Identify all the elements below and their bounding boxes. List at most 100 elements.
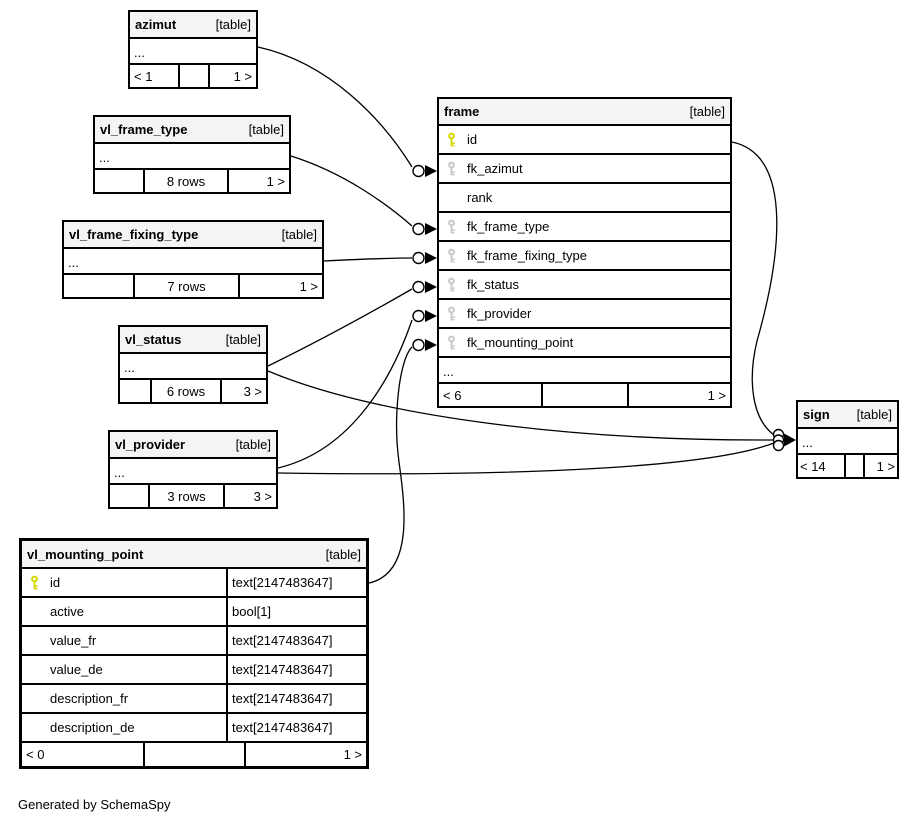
table-frame-header[interactable]: frame [table] <box>439 99 730 126</box>
column-name: fk_frame_fixing_type <box>467 248 587 263</box>
edge-vl-mounting-point-frame <box>368 346 413 584</box>
column-row-description-de[interactable]: description_de text[2147483647] <box>22 714 366 743</box>
rows-count <box>143 743 244 766</box>
table-azimut-header[interactable]: azimut [table] <box>130 12 256 39</box>
table-vl-frame-type-header[interactable]: vl_frame_type [table] <box>95 117 289 144</box>
foreign-key-icon <box>448 248 455 263</box>
table-name: vl_frame_fixing_type <box>69 227 199 242</box>
column-name: description_de <box>50 720 135 735</box>
table-footer: 8 rows 1 > <box>95 170 289 192</box>
column-row-active[interactable]: active bool[1] <box>22 598 366 627</box>
edge-arrowhead <box>425 281 437 293</box>
edge-vl-frame-fixing-type-frame <box>323 257 413 262</box>
table-vl-status[interactable]: vl_status [table] ... 6 rows 3 > <box>118 325 268 404</box>
collapsed-columns: ... <box>798 429 897 455</box>
column-type: bool[1] <box>226 598 366 625</box>
table-sign-header[interactable]: sign [table] <box>798 402 897 429</box>
table-vl-frame-fixing-type-header[interactable]: vl_frame_fixing_type [table] <box>64 222 322 249</box>
edge-arrowhead <box>425 310 437 322</box>
foreign-key-icon <box>448 219 455 234</box>
table-name: azimut <box>135 17 177 32</box>
foreign-key-icon <box>448 277 455 292</box>
foreign-key-icon <box>448 161 455 176</box>
table-footer: < 0 1 > <box>22 743 366 766</box>
children-count <box>95 170 143 192</box>
column-name: rank <box>467 190 493 205</box>
no-key-spacer <box>28 691 41 706</box>
table-footer: 6 rows 3 > <box>120 380 266 402</box>
column-name: value_fr <box>50 633 97 648</box>
edge-vl-frame-type-frame <box>290 155 413 227</box>
table-name: vl_frame_type <box>100 122 188 137</box>
table-vl-status-header[interactable]: vl_status [table] <box>120 327 266 354</box>
column-name: active <box>50 604 84 619</box>
table-name: frame <box>444 104 480 119</box>
edge-vl-provider-sign <box>277 442 775 475</box>
table-vl-frame-type[interactable]: vl_frame_type [table] ... 8 rows 1 > <box>93 115 291 194</box>
collapsed-columns: ... <box>120 354 266 380</box>
edge-vl-provider-frame <box>277 319 413 469</box>
table-tag: [table] <box>281 227 317 242</box>
column-row-value-de[interactable]: value_de text[2147483647] <box>22 656 366 685</box>
table-name: sign <box>803 407 830 422</box>
column-row-description-fr[interactable]: description_fr text[2147483647] <box>22 685 366 714</box>
column-row-fk-azimut[interactable]: fk_azimut <box>439 155 730 184</box>
table-vl-frame-fixing-type[interactable]: vl_frame_fixing_type [table] ... 7 rows … <box>62 220 324 299</box>
table-name: vl_provider <box>115 437 186 452</box>
column-row-fk-mounting-point[interactable]: fk_mounting_point <box>439 329 730 358</box>
column-row-id[interactable]: id <box>439 126 730 155</box>
column-row-value-fr[interactable]: value_fr text[2147483647] <box>22 627 366 656</box>
table-vl-provider-header[interactable]: vl_provider [table] <box>110 432 276 459</box>
parents-count: 1 > <box>863 455 897 477</box>
table-footer: < 1 1 > <box>130 65 256 87</box>
table-tag: [table] <box>225 332 261 347</box>
table-tag: [table] <box>235 437 271 452</box>
collapsed-columns: ... <box>130 39 256 65</box>
no-key-spacer <box>28 662 41 677</box>
edge-endpoint-circle <box>412 251 425 265</box>
children-count <box>110 485 148 507</box>
generated-by-note: Generated by SchemaSpy <box>18 797 171 812</box>
parents-count: 3 > <box>223 485 276 507</box>
table-vl-mounting-point-header[interactable]: vl_mounting_point [table] <box>22 541 366 569</box>
column-row-rank[interactable]: rank <box>439 184 730 213</box>
column-name: value_de <box>50 662 103 677</box>
table-azimut[interactable]: azimut [table] ... < 1 1 > <box>128 10 258 89</box>
table-name: vl_mounting_point <box>27 546 144 562</box>
column-name: fk_status <box>467 277 520 292</box>
collapsed-columns: ... <box>95 144 289 170</box>
column-row-fk-status[interactable]: fk_status <box>439 271 730 300</box>
table-tag: [table] <box>856 407 892 422</box>
table-vl-provider[interactable]: vl_provider [table] ... 3 rows 3 > <box>108 430 278 509</box>
edge-endpoint-circle <box>412 338 425 352</box>
column-row-fk-provider[interactable]: fk_provider <box>439 300 730 329</box>
column-name: fk_azimut <box>467 161 523 176</box>
foreign-key-icon <box>448 335 455 350</box>
rows-count: 3 rows <box>148 485 223 507</box>
table-name: vl_status <box>125 332 182 347</box>
parents-count: 3 > <box>220 380 266 402</box>
edge-endpoint-circle <box>412 309 425 323</box>
table-tag: [table] <box>248 122 284 137</box>
edge-arrowhead <box>425 165 437 177</box>
column-row-fk-frame-fixing-type[interactable]: fk_frame_fixing_type <box>439 242 730 271</box>
column-name: id <box>467 132 478 147</box>
column-type: text[2147483647] <box>226 656 366 683</box>
foreign-key-icon <box>448 306 455 321</box>
edge-arrowhead <box>784 433 796 447</box>
parents-count: 1 > <box>227 170 289 192</box>
column-row-id[interactable]: id text[2147483647] <box>22 569 366 598</box>
edge-arrowhead <box>425 223 437 235</box>
table-sign[interactable]: sign [table] ... < 14 1 > <box>796 400 899 479</box>
table-vl-mounting-point[interactable]: vl_mounting_point [table] id text[214748… <box>19 538 369 769</box>
parents-count: 1 > <box>238 275 322 297</box>
edge-arrowhead <box>425 339 437 351</box>
edge-endpoint-circle <box>772 428 785 441</box>
column-row-fk-frame-type[interactable]: fk_frame_type <box>439 213 730 242</box>
edge-endpoint-circle <box>772 439 785 452</box>
parents-count: 1 > <box>627 384 730 406</box>
table-frame[interactable]: frame [table] id fk_azimut rank fk_frame… <box>437 97 732 408</box>
primary-key-icon <box>448 132 455 147</box>
children-count: < 1 <box>134 68 153 84</box>
table-footer: 7 rows 1 > <box>64 275 322 297</box>
